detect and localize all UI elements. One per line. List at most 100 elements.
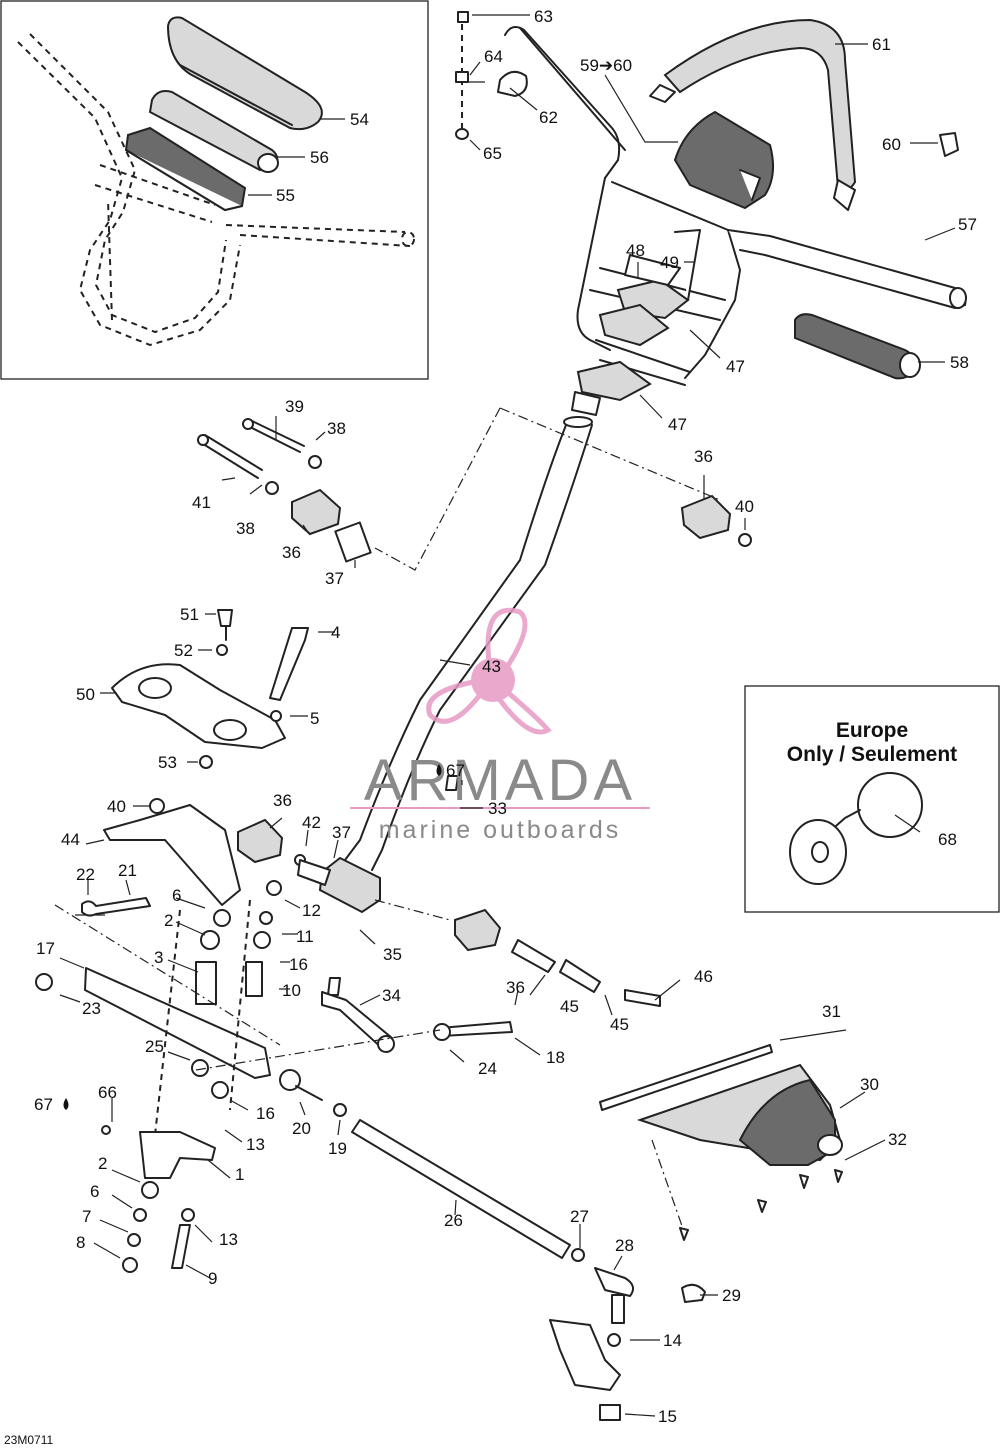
callout-18: 18 <box>546 1048 565 1067</box>
armada-watermark: ARMADA marine outboards <box>350 607 650 844</box>
callout-32: 32 <box>888 1130 907 1149</box>
steering-column <box>318 391 721 914</box>
callout-23: 23 <box>82 999 101 1018</box>
reference-code: 23M0711 <box>4 1433 53 1447</box>
callout-44: 44 <box>61 830 80 849</box>
callout-6: 6 <box>172 886 181 905</box>
callout-60: 60 <box>882 135 901 154</box>
callout-16: 16 <box>289 955 308 974</box>
callout-22: 22 <box>76 865 95 884</box>
callout-62: 62 <box>539 108 558 127</box>
callout-27: 27 <box>570 1207 589 1226</box>
callout-16: 16 <box>256 1104 275 1123</box>
oil-drop-icon <box>436 764 442 776</box>
callout-30: 30 <box>860 1075 879 1094</box>
callout-8: 8 <box>76 1233 85 1252</box>
steering-boot <box>599 1044 843 1241</box>
callout-21: 21 <box>118 861 137 880</box>
callout-29: 29 <box>722 1286 741 1305</box>
callout-13: 13 <box>246 1135 265 1154</box>
callout-33: 33 <box>488 799 507 818</box>
callout-67: 67 <box>446 761 465 780</box>
callout-36: 36 <box>273 791 292 810</box>
callout-36: 36 <box>506 978 525 997</box>
callout-24: 24 <box>478 1059 497 1078</box>
callout-17: 17 <box>36 939 55 958</box>
callout-9: 9 <box>208 1269 217 1288</box>
lower-linkage <box>35 775 706 1421</box>
callout-68: 68 <box>938 830 957 849</box>
bushing-group-upper <box>197 418 752 563</box>
callout-61: 61 <box>872 35 891 54</box>
callout-37: 37 <box>332 823 351 842</box>
callout-53: 53 <box>158 753 177 772</box>
callout-35: 35 <box>383 945 402 964</box>
callout-67: 67 <box>34 1095 53 1114</box>
callout-1: 1 <box>235 1165 244 1184</box>
inset-title-line2: Only / Seulement <box>787 743 957 766</box>
callout-15: 15 <box>658 1407 677 1426</box>
callout-63: 63 <box>534 7 553 26</box>
callout-45: 45 <box>610 1015 629 1034</box>
callout-5: 5 <box>310 709 319 728</box>
callouts: 1 2 2 3 4 5 6 6 7 8 9 10 11 12 13 13 14 … <box>34 7 977 1426</box>
callout-43: 43 <box>482 657 501 676</box>
callout-46: 46 <box>694 967 713 986</box>
callout-11: 11 <box>296 927 314 946</box>
callout-58: 58 <box>950 353 969 372</box>
callout-10: 10 <box>282 981 301 1000</box>
callout-28: 28 <box>615 1236 634 1255</box>
callout-41: 41 <box>192 493 211 512</box>
callout-14: 14 <box>663 1331 682 1350</box>
watermark-tagline: marine outboards <box>379 816 622 844</box>
watermark-brand: ARMADA <box>364 748 636 813</box>
callout-51: 51 <box>180 605 199 624</box>
callout-3: 3 <box>154 948 163 967</box>
bracket-assembly <box>111 609 309 769</box>
callout-57: 57 <box>958 215 977 234</box>
callout-20: 20 <box>292 1119 311 1138</box>
callout-66: 66 <box>98 1083 117 1102</box>
callout-50: 50 <box>76 685 95 704</box>
callout-4: 4 <box>331 623 340 642</box>
callout-19: 19 <box>328 1139 347 1158</box>
callout-26: 26 <box>444 1211 463 1230</box>
callout-2: 2 <box>164 911 173 930</box>
leader-lines <box>59 14 956 1417</box>
callout-45: 45 <box>560 997 579 1016</box>
callout-12: 12 <box>302 901 321 920</box>
callout-47: 47 <box>726 357 745 376</box>
callout-39: 39 <box>285 397 304 416</box>
callout-38: 38 <box>327 419 346 438</box>
callout-37: 37 <box>325 569 344 588</box>
handlebar-padding-inset <box>0 0 429 380</box>
callout-64: 64 <box>484 47 503 66</box>
callout-42: 42 <box>302 813 321 832</box>
inset-title-line1: Europe <box>836 719 908 742</box>
callout-7: 7 <box>82 1207 91 1226</box>
callout-31: 31 <box>822 1002 841 1021</box>
propeller-logo-icon <box>426 607 552 735</box>
callout-13: 13 <box>219 1230 238 1249</box>
callout-54: 54 <box>350 110 369 129</box>
callout-48: 48 <box>626 241 645 260</box>
callout-36: 36 <box>694 447 713 466</box>
callout-59-60: 59➔60 <box>580 56 632 75</box>
callout-34: 34 <box>382 986 401 1005</box>
callout-25: 25 <box>145 1037 164 1056</box>
callout-55: 55 <box>276 186 295 205</box>
callout-40: 40 <box>735 497 754 516</box>
callout-49: 49 <box>660 253 679 272</box>
callout-36: 36 <box>282 543 301 562</box>
callout-40: 40 <box>107 797 126 816</box>
callout-65: 65 <box>483 144 502 163</box>
europe-horn-inset: Europe Only / Seulement <box>744 685 1000 913</box>
callout-38: 38 <box>236 519 255 538</box>
callout-6: 6 <box>90 1182 99 1201</box>
callout-52: 52 <box>174 641 193 660</box>
oil-drop-icon <box>63 1098 69 1110</box>
callout-47: 47 <box>668 415 687 434</box>
callout-2: 2 <box>98 1154 107 1173</box>
handlebar-assembly <box>455 11 967 402</box>
